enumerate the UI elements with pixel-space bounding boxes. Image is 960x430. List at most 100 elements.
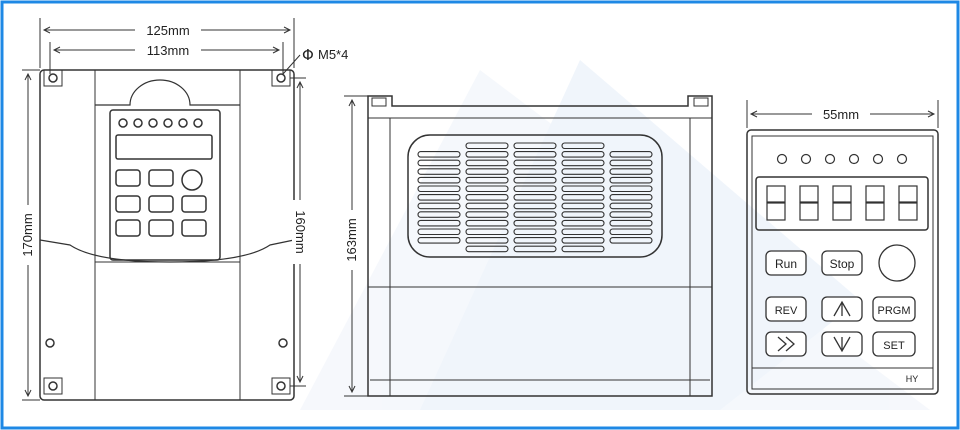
vent-slot — [561, 202, 605, 210]
front-view — [39, 69, 295, 401]
vent-slot — [417, 219, 461, 227]
digit-lower — [898, 202, 918, 221]
run-button[interactable] — [765, 250, 807, 276]
vent-slot — [561, 211, 605, 218]
vent-slot — [609, 211, 653, 218]
digit-upper — [832, 185, 852, 203]
dim-width-outer-label: 125mm — [146, 23, 189, 38]
front-display — [115, 134, 213, 160]
prgm-button[interactable] — [872, 296, 916, 322]
vent-slot — [561, 151, 605, 158]
digit-upper — [799, 185, 819, 203]
dim-width-holes-label: 113mm — [147, 43, 189, 58]
digit-lower — [766, 202, 786, 221]
vent-slot — [609, 176, 653, 184]
vent-slot — [417, 202, 461, 210]
stop-button[interactable] — [821, 250, 863, 276]
digit-upper — [766, 185, 786, 203]
dim-side-height-label: 163mm — [344, 218, 359, 261]
keypad-outline — [746, 129, 939, 395]
vent-slot — [513, 211, 557, 218]
vent-slot — [561, 237, 605, 244]
rev-button-label: REV — [775, 305, 798, 317]
up-arrow-icon — [833, 300, 851, 317]
potentiometer-knob[interactable] — [878, 244, 916, 282]
front-keypad-outline — [109, 109, 221, 261]
vent-slot — [417, 159, 461, 167]
vent-slot — [513, 237, 557, 244]
vent-slot — [609, 159, 653, 167]
vent-slot — [465, 168, 509, 175]
set-button[interactable] — [872, 331, 916, 357]
vent-slot — [513, 228, 557, 236]
run-button-label: Run — [775, 257, 797, 271]
dim-163-bg — [344, 210, 360, 270]
keypad-display — [755, 176, 929, 231]
vent-slot — [465, 245, 509, 253]
vent-slot — [417, 151, 461, 158]
vent-slot — [609, 151, 653, 158]
vent-slot — [513, 194, 557, 201]
vent-slot — [609, 185, 653, 193]
vent-slot — [465, 194, 509, 201]
dim-height-holes-label: 160mm — [293, 210, 308, 253]
digit-upper — [898, 185, 918, 203]
vent-slot — [561, 176, 605, 184]
vent-slot — [465, 176, 509, 184]
dim-170-bg — [20, 205, 36, 265]
vent-slot — [417, 168, 461, 175]
vent-slot — [465, 219, 509, 227]
vent-slot — [465, 228, 509, 236]
vent-slot — [513, 168, 557, 175]
keypad-view — [746, 129, 939, 395]
keypad-digits — [766, 185, 918, 221]
dim-height-outer-label: 170mm — [20, 213, 35, 256]
vent-slot — [417, 185, 461, 193]
side-vent-panel — [407, 134, 663, 258]
vent-slot — [561, 142, 605, 150]
dim-113-bg — [135, 42, 201, 58]
vent-slot — [465, 237, 509, 244]
dim-keypad-width-label: 55mm — [823, 107, 859, 122]
vent-slot — [465, 151, 509, 158]
vent-slot — [609, 168, 653, 175]
vent-slot — [609, 194, 653, 201]
vent-slot — [513, 151, 557, 158]
vent-slot — [561, 219, 605, 227]
brand-label: HY — [906, 374, 919, 384]
vent-slot — [465, 159, 509, 167]
front-mount-holes — [43, 69, 291, 395]
side-view — [367, 95, 713, 397]
digit-lower — [799, 202, 819, 221]
vent-slot — [561, 159, 605, 167]
vent-slot — [609, 219, 653, 227]
rev-button[interactable] — [765, 296, 807, 322]
vent-slot — [417, 176, 461, 184]
vent-slot — [513, 176, 557, 184]
vent-slot — [513, 245, 557, 253]
vent-slot — [513, 202, 557, 210]
vent-slot — [465, 185, 509, 193]
vent-slot — [609, 228, 653, 236]
stop-button-label: Stop — [830, 257, 855, 271]
vent-slot — [561, 194, 605, 201]
vent-slot — [561, 228, 605, 236]
vent-slot — [609, 202, 653, 210]
vent-slot — [561, 185, 605, 193]
dim-160-bg — [292, 200, 308, 264]
vent-slot — [561, 168, 605, 175]
shift-icon — [777, 336, 795, 352]
vent-slot — [465, 142, 509, 150]
prgm-button-label: PRGM — [878, 305, 911, 317]
dim-125-bg — [135, 22, 201, 38]
digit-upper — [865, 185, 885, 203]
vent-slot — [417, 211, 461, 218]
side-body-outline — [367, 95, 713, 397]
vent-slot — [513, 219, 557, 227]
vent-slots — [417, 142, 653, 253]
mount-note-label: M5*4 — [318, 47, 348, 62]
vent-slot — [609, 237, 653, 244]
